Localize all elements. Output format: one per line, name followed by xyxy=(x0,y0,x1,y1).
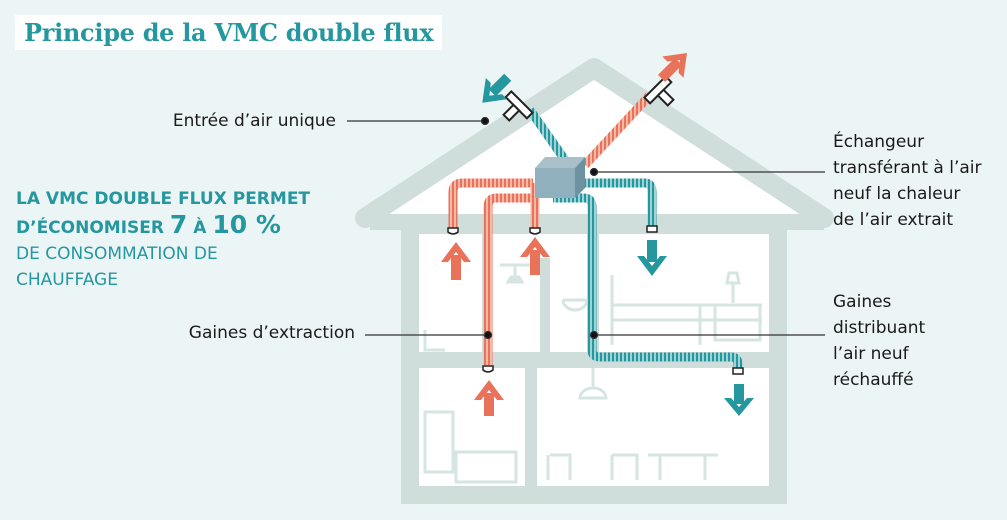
savings-callout: LA VMC DOUBLE FLUX PERMET D’ÉCONOMISER 7… xyxy=(16,186,310,293)
savings-low: 7 xyxy=(169,210,188,239)
callout-line-4: CHAUFFAGE xyxy=(16,270,118,290)
label-supply: Gaines distribuant l’air neuf réchauffé xyxy=(833,289,925,393)
arrow-down-icon xyxy=(724,384,754,416)
label-line: de l’air extrait xyxy=(833,210,953,230)
furniture xyxy=(423,263,762,484)
leader-lines xyxy=(347,116,825,340)
arrow-up-icon xyxy=(474,380,504,416)
airflow-arrows xyxy=(441,52,754,416)
callout-line-3: DE CONSOMMATION DE xyxy=(16,244,218,264)
callout-prefix: D’ÉCONOMISER xyxy=(16,218,164,238)
savings-connector: À xyxy=(193,218,207,238)
supply-duct-2 xyxy=(553,193,743,368)
heat-exchanger-box xyxy=(535,157,585,198)
arrow-down-icon xyxy=(637,240,667,276)
exhaust-arrow-icon xyxy=(658,52,688,82)
supply-duct-1 xyxy=(553,178,657,226)
label-air-inlet: Entrée d’air unique xyxy=(172,111,336,131)
label-line: distribuant xyxy=(833,318,926,338)
label-line: réchauffé xyxy=(833,370,914,390)
label-line: transférant à l’air xyxy=(833,158,982,178)
extraction-duct-3 xyxy=(483,193,535,365)
arrow-up-icon xyxy=(441,242,471,280)
exhaust-duct xyxy=(581,91,654,169)
intake-arrow-icon xyxy=(482,73,512,103)
intake-duct xyxy=(526,107,569,163)
callout-line-2: D’ÉCONOMISER 7 À 10 % xyxy=(16,212,310,241)
vent-outlets xyxy=(447,225,744,375)
arrow-up-icon xyxy=(520,237,550,275)
callout-line-1: LA VMC DOUBLE FLUX PERMET xyxy=(16,189,311,209)
page-title: Principe de la VMC double flux xyxy=(15,15,443,50)
label-exchanger: Échangeur transférant à l’air neuf la ch… xyxy=(833,129,981,233)
extraction-duct-1 xyxy=(448,178,533,228)
label-line: l’air neuf xyxy=(833,344,909,364)
savings-high: 10 % xyxy=(212,210,281,239)
label-line: Gaines xyxy=(833,292,892,312)
roof-terminals xyxy=(502,75,675,122)
label-line: Échangeur xyxy=(833,132,925,152)
label-line: neuf la chaleur xyxy=(833,184,961,204)
label-extraction: Gaines d’extraction xyxy=(188,323,355,343)
